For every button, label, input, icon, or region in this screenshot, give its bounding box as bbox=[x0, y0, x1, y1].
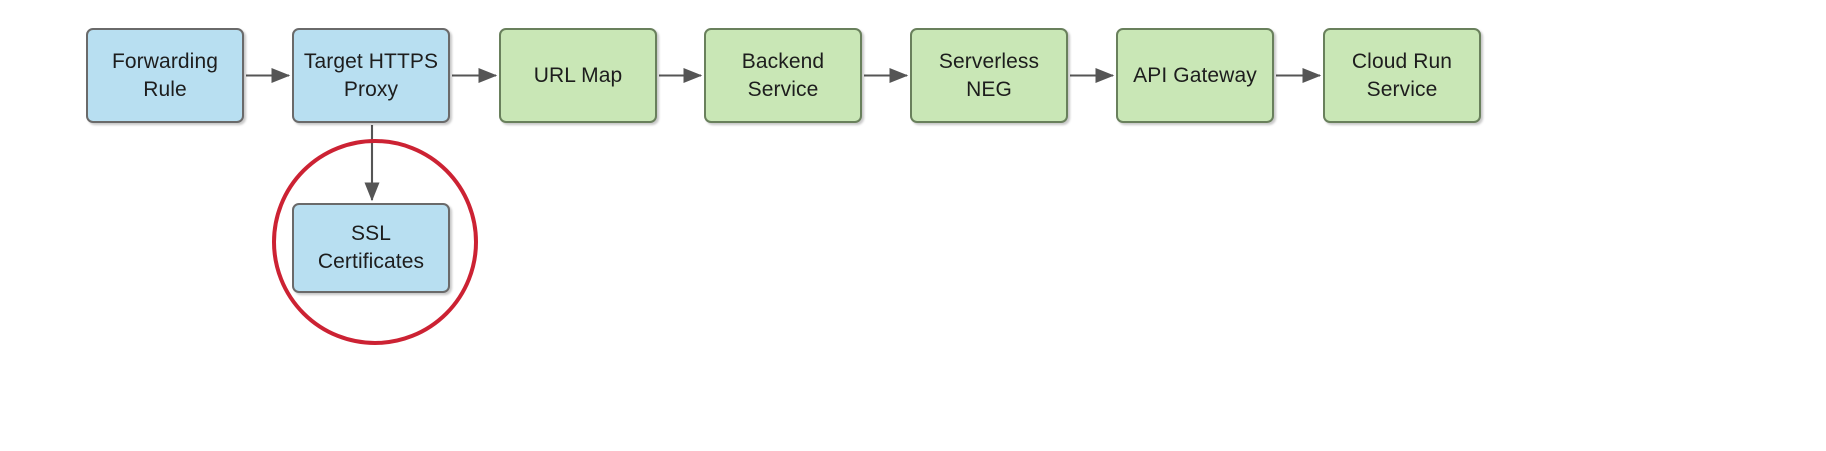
node-cloud-run-service[interactable]: Cloud Run Service bbox=[1323, 28, 1481, 123]
node-serverless-neg[interactable]: Serverless NEG bbox=[910, 28, 1068, 123]
node-label: Serverless NEG bbox=[938, 49, 1040, 101]
node-label: Target HTTPS Proxy bbox=[303, 49, 439, 101]
node-backend-service[interactable]: Backend Service bbox=[704, 28, 862, 123]
node-ssl-certificates[interactable]: SSL Certificates bbox=[292, 203, 450, 293]
node-label: URL Map bbox=[533, 63, 623, 87]
node-label: SSL Certificates bbox=[317, 222, 425, 273]
node-label: Backend Service bbox=[741, 49, 825, 101]
node-api-gateway[interactable]: API Gateway bbox=[1116, 28, 1274, 123]
node-url-map[interactable]: URL Map bbox=[499, 28, 657, 123]
node-forwarding-rule[interactable]: Forwarding Rule bbox=[86, 28, 244, 123]
ssl-highlight-circle bbox=[272, 139, 478, 345]
node-label: API Gateway bbox=[1133, 63, 1257, 87]
node-target-https-proxy[interactable]: Target HTTPS Proxy bbox=[292, 28, 450, 123]
node-label: Forwarding Rule bbox=[111, 49, 219, 101]
node-label: Cloud Run Service bbox=[1351, 49, 1453, 101]
